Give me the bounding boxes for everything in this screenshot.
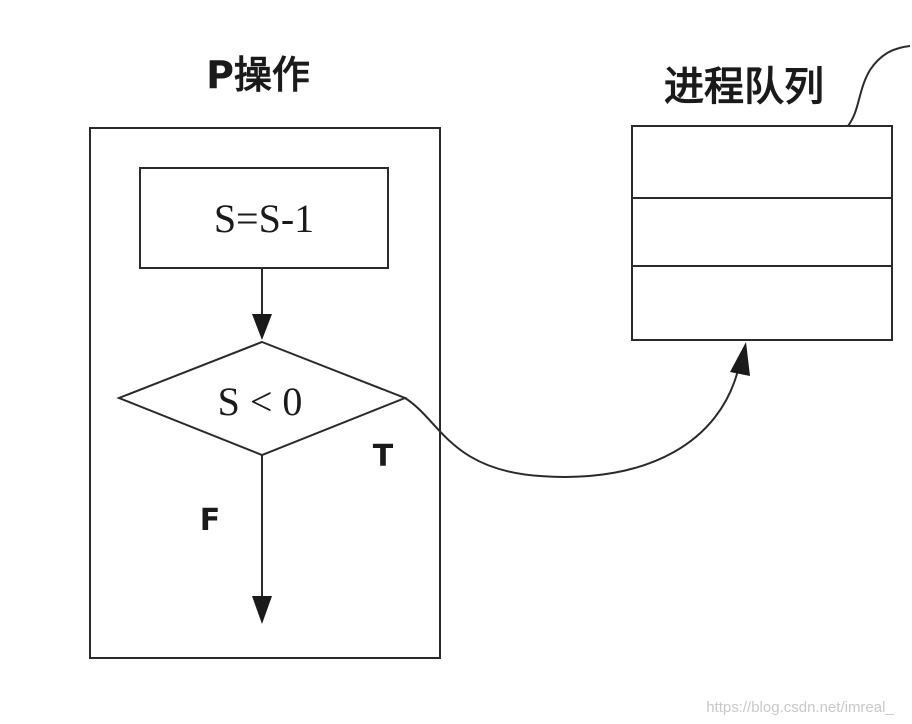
true-branch-label: T bbox=[373, 439, 394, 474]
false-branch-arrowhead bbox=[252, 596, 272, 624]
decision-label: S < 0 bbox=[218, 379, 303, 424]
watermark: https://blog.csdn.net/imreal_ bbox=[706, 699, 894, 716]
process-box-label: S=S-1 bbox=[214, 196, 314, 241]
process-box bbox=[139, 167, 389, 269]
flow-arrowhead-to-decision bbox=[252, 314, 272, 340]
queue-title: 进程队列 bbox=[664, 64, 824, 110]
false-branch-label: F bbox=[200, 503, 221, 538]
true-branch-arrowhead bbox=[730, 342, 750, 376]
p-operation-title: P操作 bbox=[206, 53, 310, 97]
p-operation-frame bbox=[89, 127, 441, 659]
true-branch-curve bbox=[404, 369, 739, 478]
queue-link-curve bbox=[847, 45, 911, 127]
queue-box bbox=[631, 125, 893, 341]
